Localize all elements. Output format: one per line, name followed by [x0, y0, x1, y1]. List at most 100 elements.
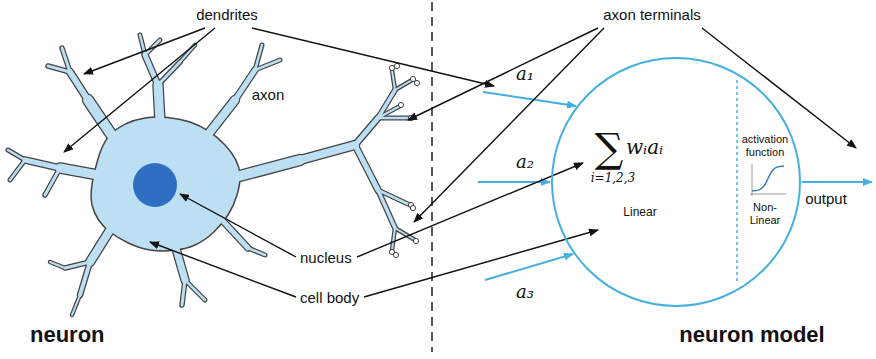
- stage-label: Non-Linear: [743, 201, 787, 226]
- part-label: axon terminals: [603, 6, 701, 23]
- neurite-outline: [8, 150, 25, 160]
- neurite-outline: [50, 262, 65, 268]
- neurite-outline: [300, 145, 355, 160]
- leader-arrow: [408, 28, 598, 120]
- neurite-fill: [378, 190, 410, 205]
- neurite-outline: [90, 230, 110, 262]
- neurite-fill: [232, 160, 300, 178]
- input-label: a₂: [516, 152, 534, 173]
- neurite-fill: [175, 245, 185, 280]
- part-label: cell body: [300, 289, 359, 306]
- neurite-outline: [185, 280, 205, 300]
- neurite-outline: [355, 118, 378, 145]
- neurite-outline: [65, 262, 90, 268]
- neurite-outline: [392, 228, 395, 250]
- neurite-fill: [8, 35, 415, 315]
- neurite-fill: [182, 280, 185, 305]
- part-label: nucleus: [300, 249, 352, 266]
- neurite-fill: [10, 160, 25, 180]
- nucleus-shape: [133, 163, 177, 207]
- terminal-bulb: [413, 238, 418, 243]
- stage-label: Linear: [623, 206, 656, 220]
- neurite-fill: [45, 168, 60, 195]
- neurite-outline: [210, 100, 235, 132]
- neurite-outline: [255, 60, 280, 70]
- weighted-term: wᵢaᵢ: [626, 137, 663, 157]
- neurite-fill: [8, 150, 25, 160]
- model-circle: [552, 58, 800, 306]
- neurite-outline: [175, 245, 185, 280]
- axis-line: [750, 194, 786, 195]
- terminal-bulb: [394, 63, 399, 68]
- neurite-outline: [355, 145, 378, 190]
- signal-arrow: [802, 181, 872, 183]
- neurite-fill: [255, 60, 280, 70]
- neurite-outline: [8, 35, 415, 315]
- neuron-illustration: [8, 35, 420, 315]
- neurite-outline: [60, 168, 98, 175]
- leader-arrow: [64, 28, 215, 152]
- neurite-outline: [232, 160, 300, 178]
- neurite-outline: [80, 262, 90, 295]
- neurite-fill: [255, 45, 262, 70]
- neurite-outline: [395, 80, 412, 90]
- circle-outline: [551, 57, 801, 307]
- neurite-fill: [210, 100, 235, 132]
- neurite-fill: [185, 280, 205, 300]
- neurite-fill: [62, 48, 70, 72]
- leader-arrow: [414, 28, 604, 222]
- part-label: dendrites: [196, 6, 258, 23]
- neurite-fill: [50, 262, 65, 268]
- neurite-outline: [72, 295, 80, 315]
- terminal-bulb: [414, 80, 419, 85]
- neurite-fill: [355, 118, 378, 145]
- neurite-fill: [80, 262, 90, 295]
- neurite-outline: [182, 280, 185, 305]
- sigmoid-curve: [752, 166, 784, 191]
- neurite-fill: [60, 168, 98, 175]
- neurite-fill: [48, 66, 70, 72]
- input-label: a₁: [516, 64, 534, 85]
- leader-arrow: [702, 28, 856, 148]
- panel-caption: neuron model: [679, 322, 824, 347]
- neurite-fill: [378, 117, 410, 120]
- neurite-outline: [158, 85, 160, 122]
- neurite-fill: [90, 230, 110, 262]
- neuron-model-circle: ∑wᵢaᵢ i=1,2,3Linear activation functionNon…: [551, 57, 801, 307]
- neurite-fill: [300, 145, 355, 160]
- stage-divider: [736, 80, 738, 284]
- neurite-fill: [392, 70, 395, 90]
- sum-symbol: ∑: [595, 128, 624, 168]
- neurite-outline: [248, 248, 265, 255]
- neurite-fill: [72, 295, 80, 315]
- leader-arrow: [364, 230, 598, 297]
- leader-arrow: [357, 163, 583, 257]
- neurite-outline: [70, 72, 88, 100]
- input-label: a₃: [516, 282, 534, 303]
- neurite-outline: [10, 160, 25, 180]
- terminal-bulb: [398, 102, 403, 107]
- output-label: output: [805, 190, 847, 207]
- neurite-outline: [45, 168, 60, 195]
- neurite-fill: [25, 160, 60, 168]
- sum-index: i=1,2,3: [591, 172, 635, 186]
- neurite-outline: [392, 70, 395, 90]
- leader-arrow: [252, 28, 494, 86]
- neurite-outline: [48, 66, 70, 72]
- neurite-fill: [392, 228, 395, 250]
- neurite-outline: [25, 160, 60, 168]
- panel-caption: neuron: [30, 322, 105, 347]
- stage-label: activation function: [737, 133, 793, 158]
- part-label: axon: [252, 86, 285, 103]
- neurite-outline: [180, 45, 195, 62]
- neurite-fill: [65, 262, 90, 268]
- terminal-bulb: [410, 205, 415, 210]
- neurite-fill: [88, 100, 115, 140]
- terminal-bulb: [389, 65, 394, 70]
- neurite-fill: [180, 45, 195, 62]
- neurite-fill: [158, 85, 160, 122]
- neurite-fill: [355, 145, 378, 190]
- separator-line: [431, 2, 433, 352]
